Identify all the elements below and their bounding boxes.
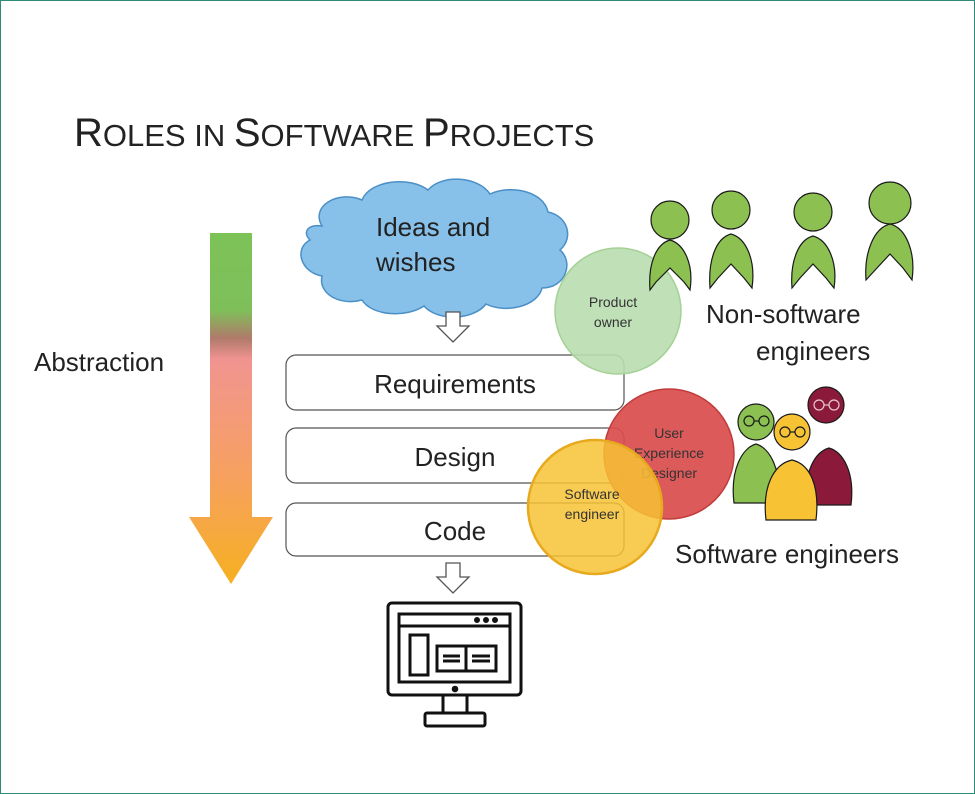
person-icon (865, 181, 914, 282)
code-label: Code (424, 516, 486, 546)
software-engineer-label-line2: engineer (565, 506, 620, 522)
software-engineer-label-line1: Software (564, 486, 619, 502)
title-part-2: OFTWARE (261, 118, 423, 153)
person-with-glasses-icon (764, 413, 818, 521)
cloud-text-line2: wishes (375, 247, 455, 277)
title-initial-p: P (423, 111, 450, 155)
non-software-engineers-label-line1: Non-software (706, 299, 861, 329)
ideas-cloud: Ideas and wishes (300, 178, 569, 318)
title-part-1: OLES IN (103, 118, 234, 153)
requirements-box (285, 354, 625, 411)
software-engineer-circle (526, 438, 664, 576)
title-initial-r: R (74, 111, 103, 155)
person-with-glasses-icon (805, 386, 853, 506)
product-owner-label-line1: Product (589, 294, 637, 310)
software-engineers-label: Software engineers (675, 539, 899, 569)
non-software-engineers-label-line2: engineers (756, 336, 870, 366)
title-initial-s: S (234, 111, 261, 155)
requirements-label: Requirements (374, 369, 536, 399)
person-icon (791, 192, 836, 290)
product-owner-label-line2: owner (594, 314, 632, 330)
person-icon (649, 200, 692, 292)
slide-title: ROLES IN SOFTWARE PROJECTS (74, 111, 594, 155)
design-label: Design (415, 442, 496, 472)
ux-designer-label-line2: Experience (634, 445, 704, 461)
non-software-engineers-group-icon (649, 181, 914, 292)
abstraction-label: Abstraction (34, 347, 164, 377)
cloud-text-line1: Ideas and (376, 212, 490, 242)
person-icon (709, 190, 754, 290)
software-engineers-group-icon (732, 386, 853, 521)
flow-arrow-icon (435, 311, 471, 343)
computer-monitor-icon (386, 601, 523, 728)
title-part-3: ROJECTS (450, 118, 595, 153)
ux-designer-label-line1: User (654, 425, 684, 441)
abstraction-arrow (189, 233, 273, 584)
flow-arrow-icon (435, 562, 471, 594)
